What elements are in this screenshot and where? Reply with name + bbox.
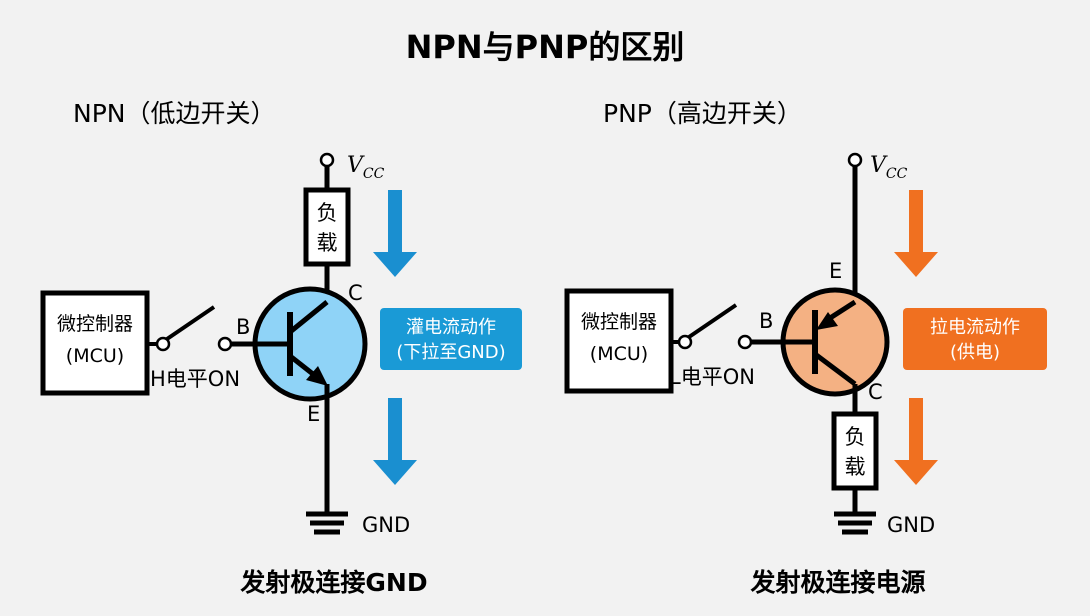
pnp-circuit: PNP（高边开关） VCC 负 载 GND E B C [564, 99, 1047, 597]
pnp-load-box [831, 411, 879, 491]
npn-switch-blade [165, 305, 216, 341]
npn-action-label-2: (下拉至GND) [396, 342, 505, 363]
npn-terminal-c: C [348, 281, 363, 305]
pnp-current-arrow-bottom-icon [894, 398, 938, 485]
npn-vcc-label: VCC [347, 153, 385, 182]
npn-mcu-label-2: (MCU) [66, 345, 124, 367]
pnp-switch-label: L电平ON [669, 365, 755, 389]
pnp-emitter-arrow-icon [816, 312, 838, 330]
npn-emitter-arrow-icon [306, 366, 328, 386]
npn-ground-icon [306, 511, 348, 535]
pnp-caption: 发射极连接电源 [749, 568, 925, 597]
pnp-terminal-c: C [868, 380, 883, 404]
pnp-heading: PNP（高边开关） [603, 99, 802, 128]
pnp-action-label-2: (供电) [950, 342, 1000, 363]
npn-current-arrow-bottom-icon [373, 398, 417, 485]
npn-collector-lead [288, 300, 329, 334]
pnp-mcu-label-2: (MCU) [590, 343, 648, 365]
npn-switch-terminal-left [155, 336, 171, 352]
diagram-title: NPN与PNP的区别 [406, 28, 685, 66]
npn-switch-terminal-right [217, 336, 233, 352]
npn-mcu-box [40, 290, 150, 396]
npn-action-badge [380, 308, 522, 370]
pnp-vcc-label: VCC [870, 153, 908, 182]
npn-mcu-label-1: 微控制器 [57, 313, 133, 335]
pnp-action-label-1: 拉电流动作 [930, 317, 1020, 338]
npn-gnd-label: GND [362, 513, 410, 537]
pnp-switch-terminal-right [737, 334, 753, 350]
npn-terminal-b: B [236, 315, 250, 339]
npn-terminal-e: E [307, 402, 320, 426]
npn-heading: NPN（低边开关） [73, 99, 275, 128]
pnp-gnd-label: GND [887, 513, 935, 537]
npn-circuit: NPN（低边开关） VCC 负 载 GND C B E 微 [40, 99, 522, 597]
pnp-terminal-e: E [829, 259, 842, 283]
npn-load-label-2: 载 [317, 231, 338, 255]
pnp-switch-terminal-left [677, 334, 693, 350]
pnp-load-label-2: 载 [845, 455, 866, 479]
pnp-switch-blade [687, 303, 738, 339]
pnp-terminal-b: B [759, 309, 773, 333]
pnp-ground-icon [834, 511, 876, 535]
pnp-load-label-1: 负 [845, 425, 866, 449]
pnp-emitter-lead [825, 299, 857, 323]
npn-caption: 发射极连接GND [239, 568, 427, 597]
pnp-mcu-label-1: 微控制器 [581, 311, 657, 333]
npn-vcc-terminal [319, 152, 335, 168]
npn-switch-label: H电平ON [150, 367, 240, 391]
npn-action-label-1: 灌电流动作 [406, 317, 496, 338]
pnp-vcc-terminal [847, 152, 863, 168]
pnp-action-badge [903, 308, 1047, 370]
pnp-current-arrow-top-icon [894, 190, 938, 277]
pnp-mcu-box [564, 288, 674, 394]
npn-current-arrow-top-icon [373, 190, 417, 277]
npn-load-label-1: 负 [317, 201, 338, 225]
pnp-collector-lead [813, 352, 857, 386]
